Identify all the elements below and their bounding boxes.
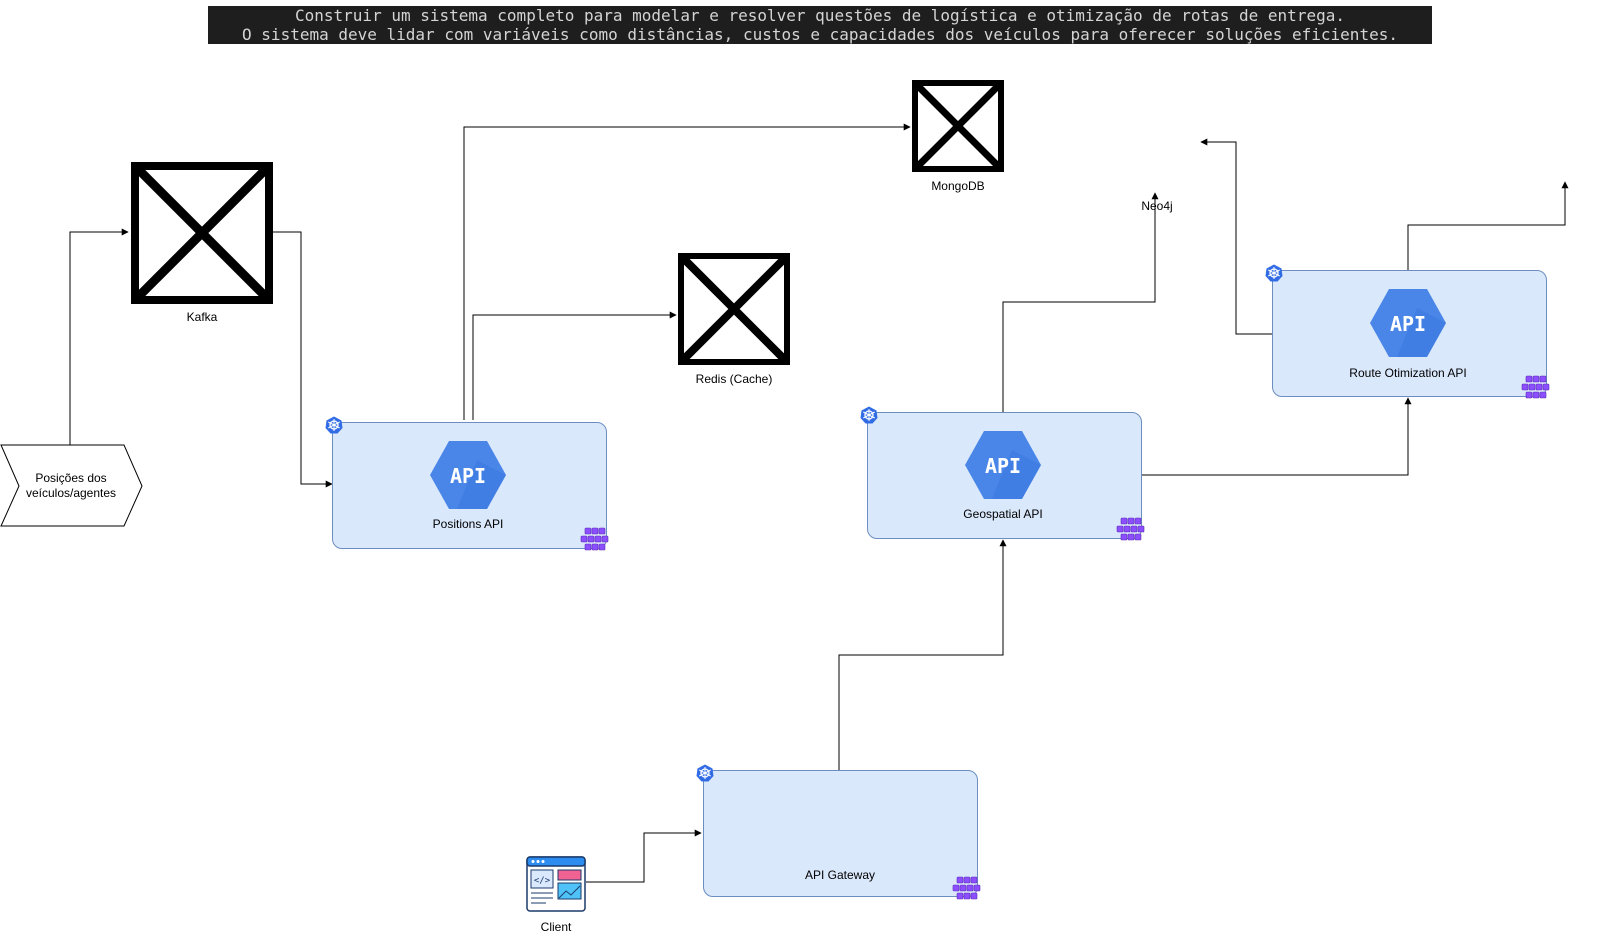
mongodb-icon[interactable] xyxy=(912,80,1004,172)
cluster-grid-icon xyxy=(580,527,609,551)
cluster-grid-icon xyxy=(1521,375,1550,399)
api-badge-text: API xyxy=(1389,312,1427,336)
edge-route-right-up xyxy=(1407,181,1569,270)
api-icon xyxy=(1370,289,1446,357)
cluster-grid-icon xyxy=(1116,517,1145,541)
client-browser-icon[interactable]: </> xyxy=(526,855,586,913)
api-icon xyxy=(430,441,506,509)
redis-icon[interactable] xyxy=(678,253,790,365)
kubernetes-icon xyxy=(696,764,714,782)
source-label: Posições dos veículos/agentes xyxy=(25,471,117,500)
edge-geospatial-neo4j xyxy=(1002,192,1159,412)
edge-kafka-positions xyxy=(270,231,333,488)
kubernetes-icon xyxy=(325,416,343,434)
requirements-line-1: Construir um sistema completo para model… xyxy=(295,6,1345,25)
kubernetes-icon xyxy=(1265,264,1283,282)
edge-gateway-geospatial xyxy=(838,539,1007,770)
route-api-label: Route Otimization API xyxy=(1349,366,1467,380)
neo4j-label: Neo4j xyxy=(1141,199,1173,213)
edge-geospatial-route xyxy=(1139,397,1412,476)
edge-source-kafka xyxy=(69,228,129,446)
edge-client-gateway xyxy=(586,829,702,883)
source-chevron[interactable] xyxy=(0,444,144,528)
api-badge-text: API xyxy=(449,464,487,488)
positions-api-label: Positions API xyxy=(432,517,504,531)
geospatial-api-label: Geospatial API xyxy=(963,507,1043,521)
cluster-grid-icon xyxy=(952,876,981,900)
requirements-banner: Construir um sistema completo para model… xyxy=(208,6,1432,44)
requirements-line-2: O sistema deve lidar com variáveis como … xyxy=(242,25,1398,44)
api-badge-text: API xyxy=(984,454,1022,478)
edge-route-left-up xyxy=(1200,138,1272,335)
api-gateway-box[interactable] xyxy=(703,770,978,897)
client-label: Client xyxy=(540,920,572,934)
kafka-icon[interactable] xyxy=(131,162,273,304)
api-gateway-label: API Gateway xyxy=(804,868,876,882)
redis-label: Redis (Cache) xyxy=(695,372,773,386)
svg-text:</>: </> xyxy=(534,876,551,886)
edge-positions-mongodb xyxy=(463,123,911,420)
edge-positions-redis xyxy=(472,311,677,420)
api-icon xyxy=(965,431,1041,499)
kubernetes-icon xyxy=(860,406,878,424)
kafka-label: Kafka xyxy=(186,310,218,324)
mongodb-label: MongoDB xyxy=(931,179,985,193)
